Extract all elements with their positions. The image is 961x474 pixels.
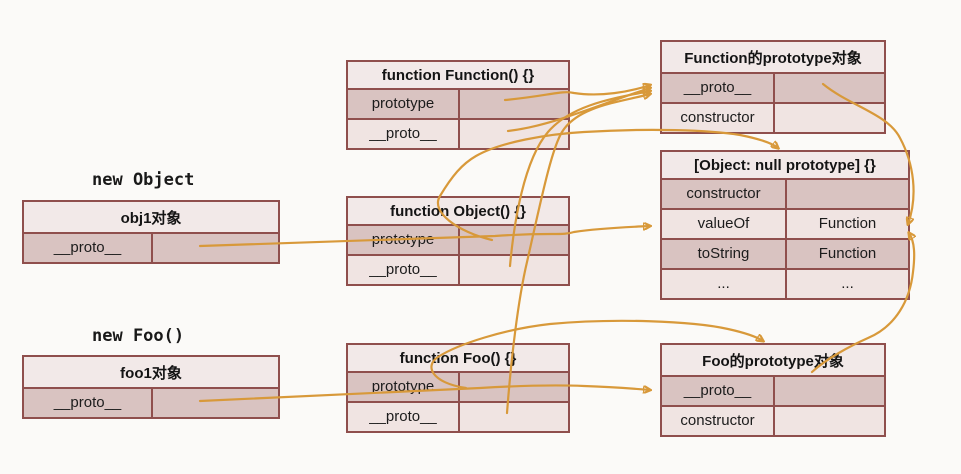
row-value	[458, 120, 568, 148]
row-key: ...	[717, 275, 730, 292]
table-row: __proto__	[24, 387, 278, 417]
row-key: valueOf	[697, 215, 750, 232]
row-key: __proto__	[53, 394, 122, 411]
table-foo1: foo1对象 __proto__	[22, 355, 280, 419]
table-title: function Object() {}	[348, 198, 568, 224]
table-row: valueOf Function	[662, 208, 908, 238]
row-key: prototype	[371, 378, 435, 395]
row-value: Function	[785, 210, 908, 238]
row-value	[785, 180, 908, 208]
row-key: __proto__	[369, 125, 437, 142]
table-row: __proto__	[662, 375, 884, 405]
row-value	[773, 104, 884, 132]
row-key: prototype	[371, 95, 435, 112]
row-key: constructor	[686, 185, 761, 202]
row-key: toString	[697, 245, 750, 262]
row-value	[773, 377, 884, 405]
row-value	[151, 234, 278, 262]
table-row: constructor	[662, 405, 884, 435]
row-key: __proto__	[369, 261, 437, 278]
label-new-object: new Object	[92, 170, 195, 190]
row-value: Function	[785, 240, 908, 268]
row-value	[458, 226, 568, 254]
table-title: Function的prototype对象	[662, 42, 884, 72]
table-foo-prototype-object: Foo的prototype对象 __proto__ constructor	[660, 343, 886, 437]
table-row: __proto__	[348, 118, 568, 148]
table-object-null-prototype: [Object: null prototype] {} constructor …	[660, 150, 910, 300]
table-row: __proto__	[24, 232, 278, 262]
row-key: constructor	[680, 412, 755, 429]
table-row: constructor	[662, 178, 908, 208]
table-title: function Function() {}	[348, 62, 568, 88]
row-value: ...	[785, 270, 908, 298]
table-row: __proto__	[662, 72, 884, 102]
row-key: __proto__	[53, 239, 122, 256]
table-function-prototype-object: Function的prototype对象 __proto__ construct…	[660, 40, 886, 134]
table-row: toString Function	[662, 238, 908, 268]
table-row: prototype	[348, 224, 568, 254]
row-key: __proto__	[683, 79, 752, 96]
row-key: __proto__	[683, 382, 752, 399]
table-obj1: obj1对象 __proto__	[22, 200, 280, 264]
table-title: foo1对象	[24, 357, 278, 387]
label-new-foo: new Foo()	[92, 326, 185, 346]
row-value	[773, 74, 884, 102]
table-row: prototype	[348, 371, 568, 401]
table-title: obj1对象	[24, 202, 278, 232]
row-key: __proto__	[369, 408, 437, 425]
row-value	[458, 90, 568, 118]
row-value	[151, 389, 278, 417]
table-row: __proto__	[348, 254, 568, 284]
row-value	[458, 403, 568, 431]
table-title: function Foo() {}	[348, 345, 568, 371]
table-row: prototype	[348, 88, 568, 118]
table-function-object: function Object() {} prototype __proto__	[346, 196, 570, 286]
row-key: prototype	[371, 231, 435, 248]
table-title: Foo的prototype对象	[662, 345, 884, 375]
row-value	[773, 407, 884, 435]
table-function-function: function Function() {} prototype __proto…	[346, 60, 570, 150]
table-row: __proto__	[348, 401, 568, 431]
table-row: constructor	[662, 102, 884, 132]
table-title: [Object: null prototype] {}	[662, 152, 908, 178]
table-function-foo: function Foo() {} prototype __proto__	[346, 343, 570, 433]
row-value	[458, 373, 568, 401]
row-key: constructor	[680, 109, 755, 126]
row-value	[458, 256, 568, 284]
table-row: ... ...	[662, 268, 908, 298]
